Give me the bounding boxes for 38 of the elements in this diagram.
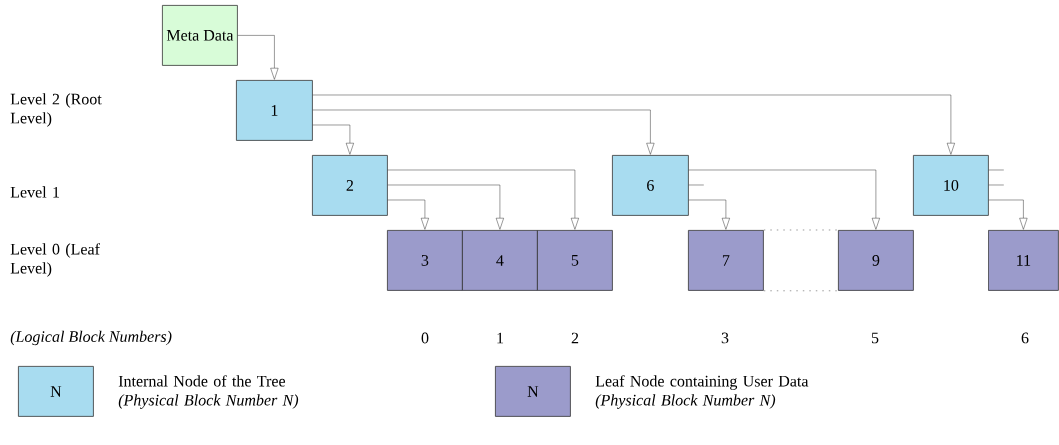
stub-line xyxy=(988,184,1004,186)
internal-node-box: 1 xyxy=(236,80,313,141)
level-label: Level 2 (Root Level) xyxy=(10,93,102,127)
arrow xyxy=(688,169,880,230)
arrow xyxy=(312,124,354,155)
arrow xyxy=(387,184,504,230)
arrow xyxy=(237,35,279,80)
arrow xyxy=(688,199,730,230)
stub-line xyxy=(688,184,704,186)
level-label: Level 1 xyxy=(10,186,59,198)
leaf-node-box: 7 xyxy=(688,230,764,291)
arrow xyxy=(988,199,1028,230)
stub-line xyxy=(988,169,1004,171)
arrow xyxy=(312,94,955,155)
block-number: 2 xyxy=(571,332,579,344)
dotted-line xyxy=(763,290,839,291)
block-number: 6 xyxy=(1021,332,1029,344)
arrow xyxy=(387,169,579,230)
arrow xyxy=(387,199,429,230)
legend-text: Internal Node of the Tree (Physical Block Number N) xyxy=(118,375,299,409)
leaf-node-box: 11 xyxy=(988,230,1059,291)
axis-title: (Logical Block Numbers) xyxy=(10,330,172,346)
metadata-box: Meta Data xyxy=(162,5,238,66)
leaf-node-box: 4 xyxy=(462,230,538,291)
internal-node-box: 2 xyxy=(312,155,388,216)
legend-text: Leaf Node containing User Data (Physical Block Number N) xyxy=(595,375,809,409)
level-label: Level 0 (Leaf Level) xyxy=(10,243,100,277)
internal-node-box: 10 xyxy=(913,155,989,216)
internal-node-box: 6 xyxy=(612,155,689,216)
block-number: 1 xyxy=(497,332,504,344)
leaf-node-box: 9 xyxy=(838,230,914,291)
leaf-node-box: 3 xyxy=(387,230,463,291)
block-number: 0 xyxy=(421,332,429,344)
block-number: 5 xyxy=(871,332,879,344)
dotted-line xyxy=(763,229,839,231)
block-number: 3 xyxy=(721,332,729,344)
leaf-node-box: 5 xyxy=(537,230,613,291)
arrow xyxy=(312,109,655,155)
